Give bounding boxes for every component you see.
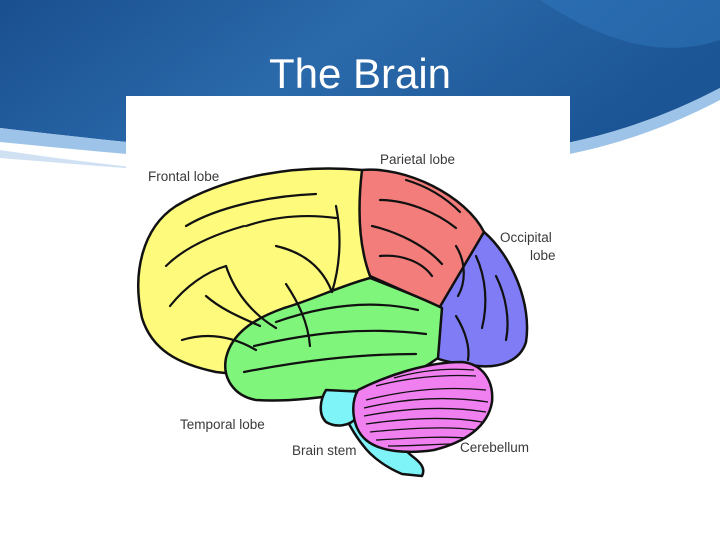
label-occipital-lobe-line1: Occipital <box>500 230 552 245</box>
occipital-gyri <box>454 254 509 362</box>
frontal-gyri <box>164 192 341 352</box>
slide-title: The Brain <box>268 50 452 97</box>
brain-diagram: Frontal lobe Parietal lobe Occipital lob… <box>126 96 570 496</box>
brain-diagram-svg: Frontal lobe Parietal lobe Occipital lob… <box>137 152 556 478</box>
label-cerebellum: Cerebellum <box>460 440 529 455</box>
header-wave-accent <box>540 0 720 48</box>
label-parietal-lobe: Parietal lobe <box>380 152 455 167</box>
parietal-gyri <box>370 178 465 298</box>
label-brain-stem: Brain stem <box>292 443 357 458</box>
temporal-lobe <box>224 276 444 402</box>
label-occipital-lobe-line2: lobe <box>530 248 556 263</box>
label-frontal-lobe: Frontal lobe <box>148 169 219 184</box>
cerebellum <box>352 360 494 454</box>
label-temporal-lobe: Temporal lobe <box>180 417 265 432</box>
cerebellum-folds <box>363 368 489 447</box>
temporal-gyri <box>242 303 428 374</box>
